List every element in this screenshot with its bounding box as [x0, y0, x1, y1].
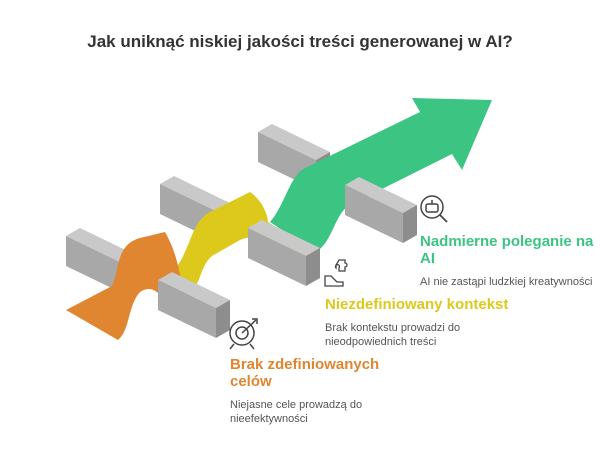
step-3-description: AI nie zastąpi ludzkiej kreatywności	[420, 276, 593, 288]
step-2: Niezdefiniowany kontekst Brak kontekstu …	[325, 296, 555, 349]
step-2-description: Brak kontekstu prowadzi do nieodpowiedni…	[325, 322, 461, 348]
puzzle-hand-icon	[324, 259, 348, 287]
step-3: Nadmierne poleganie na AI AI nie zastąpi…	[420, 233, 598, 289]
step-1-description: Niejasne cele prowadzą do nieefektywnośc…	[230, 399, 363, 425]
step-1: Brak zdefiniowanych celów Niejasne cele …	[230, 356, 405, 426]
block-3-front	[345, 177, 417, 243]
target-icon	[229, 318, 258, 350]
block-2-front	[248, 220, 320, 286]
robot-search-icon	[420, 195, 448, 223]
block-1-front	[158, 272, 230, 338]
ribbon-yellow	[172, 192, 315, 300]
step-1-heading: Brak zdefiniowanych celów	[230, 356, 380, 390]
step-3-heading: Nadmierne poleganie na AI	[420, 233, 594, 267]
page-title: Jak uniknąć niskiej jakości treści gener…	[87, 32, 513, 51]
ribbon-green	[270, 98, 492, 252]
ribbon-orange	[66, 232, 185, 340]
step-2-heading: Niezdefiniowany kontekst	[325, 296, 509, 313]
